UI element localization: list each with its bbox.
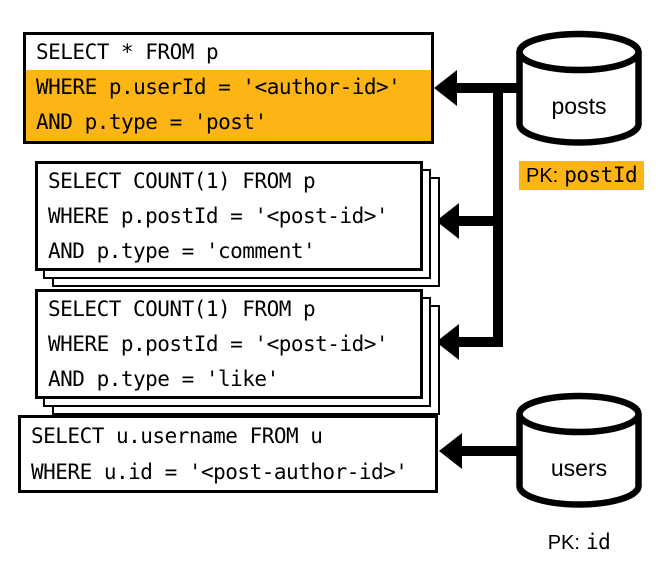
sql-line: WHERE p.userId = '<author-id>': [36, 75, 401, 99]
sql-line: WHERE u.id = '<post-author-id>': [31, 460, 408, 484]
sql-line: SELECT COUNT(1) FROM p: [48, 297, 316, 321]
users-db-label: users: [550, 455, 608, 481]
posts-db-label: posts: [551, 93, 607, 119]
arrowhead-query4-icon: [439, 433, 462, 469]
arrow-trunk-line: [455, 88, 503, 347]
users-pk-label: PK: id: [513, 528, 645, 557]
posts-db-cylinder: [516, 30, 642, 146]
sql-line: SELECT u.username FROM u: [31, 424, 323, 448]
sql-line: WHERE p.postId = '<post-id>': [48, 204, 389, 228]
query-box-count-comments: SELECT COUNT(1) FROM p WHERE p.postId = …: [35, 161, 423, 271]
pk-prefix: PK:: [526, 165, 559, 187]
sql-line: WHERE p.postId = '<post-id>': [48, 332, 389, 356]
sql-line: AND p.type = 'comment': [48, 239, 316, 263]
pk-field: id: [585, 530, 611, 554]
users-db-cylinder: [516, 392, 642, 508]
arrowhead-query1-icon: [434, 70, 457, 106]
sql-line: SELECT * FROM p: [36, 40, 219, 64]
pk-prefix: PK:: [547, 532, 580, 554]
highlighted-sql-block: WHERE p.userId = '<author-id>' AND p.typ…: [26, 70, 431, 141]
pk-field: postId: [564, 163, 638, 187]
sql-line: AND p.type = 'post': [36, 110, 267, 134]
query-box-posts-by-author: SELECT * FROM p WHERE p.userId = '<autho…: [23, 32, 434, 144]
sql-line: SELECT COUNT(1) FROM p: [48, 169, 316, 193]
query-box-post-author-username: SELECT u.username FROM u WHERE u.id = '<…: [18, 415, 438, 493]
posts-pk-label: PK: postId: [519, 161, 645, 190]
sql-line: AND p.type = 'like': [48, 367, 279, 391]
query-box-count-likes: SELECT COUNT(1) FROM p WHERE p.postId = …: [35, 289, 423, 399]
